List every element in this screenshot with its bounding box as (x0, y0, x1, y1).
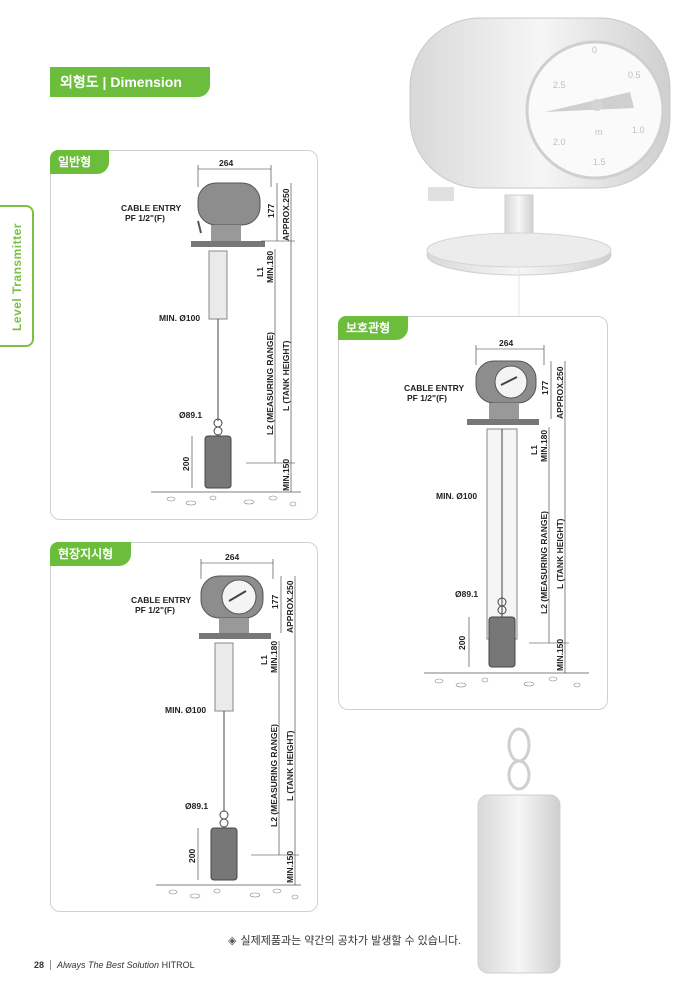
dim-l2: L2 (MEASURING RANGE) (265, 332, 275, 435)
panel-protect: 보호관형 264 177 APPROX.250 L1 MIN.180 L2 (M… (338, 316, 608, 710)
dim-177: 177 (270, 595, 280, 609)
gauge-unit: m (595, 127, 603, 137)
dim-l1: L1 (259, 655, 269, 665)
cable-entry-spec: PF 1/2"(F) (407, 393, 447, 403)
tolerance-note-text: 실제제품과는 약간의 공차가 발생할 수 있습니다. (240, 935, 462, 947)
cable-entry-label: CABLE ENTRY (131, 595, 191, 605)
drawing-protect: 264 177 APPROX.250 L1 MIN.180 L2 (MEASUR… (404, 338, 589, 688)
dim-d89: Ø89.1 (455, 589, 478, 599)
drawing-general: 264 177 APPROX.250 L1 MIN.180 L2 (MEASUR… (121, 158, 301, 507)
diamond-icon: ◈ (228, 935, 237, 947)
panel-general: 일반형 264 177 APPROX.250 L1 (50, 150, 318, 520)
dim-l2: L2 (MEASURING RANGE) (269, 724, 279, 827)
footer: 28 Always The Best Solution HITROL (34, 960, 195, 970)
tick-10: 1.0 (632, 125, 645, 135)
dim-l1: L1 (529, 445, 539, 455)
dim-width: 264 (499, 338, 513, 348)
dim-tank-height: L (TANK HEIGHT) (281, 340, 291, 411)
dim-width: 264 (225, 552, 239, 562)
dim-200: 200 (181, 457, 191, 471)
dim-min150: MIN.150 (285, 851, 295, 883)
dim-d89: Ø89.1 (185, 801, 208, 811)
page-number: 28 (34, 960, 52, 970)
dim-approx250: APPROX.250 (555, 366, 565, 419)
dim-200: 200 (187, 849, 197, 863)
tick-25: 2.5 (553, 80, 566, 90)
dim-min100: MIN. Ø100 (165, 705, 206, 715)
gauge-ticks: 0 0.5 1.0 1.5 2.0 2.5 m (553, 45, 645, 167)
dim-177: 177 (540, 381, 550, 395)
tick-0: 0 (592, 45, 597, 55)
dim-177: 177 (266, 204, 276, 218)
section-title: 외형도 | Dimension (50, 67, 210, 97)
dim-d89: Ø89.1 (179, 410, 202, 420)
dim-min100: MIN. Ø100 (436, 491, 477, 501)
cable-entry-spec: PF 1/2"(F) (125, 213, 165, 223)
panel-general-title: 일반형 (50, 150, 110, 174)
dim-min180: MIN.180 (539, 430, 549, 462)
dim-min150: MIN.150 (555, 639, 565, 671)
dim-min100: MIN. Ø100 (159, 313, 200, 323)
tick-15: 1.5 (593, 157, 606, 167)
panel-field-title: 현장지시형 (50, 542, 132, 566)
dim-approx250: APPROX.250 (285, 580, 295, 633)
dim-approx250: APPROX.250 (281, 188, 291, 241)
cable-entry-spec: PF 1/2"(F) (135, 605, 175, 615)
tolerance-note: ◈실제제품과는 약간의 공차가 발생할 수 있습니다. (228, 932, 461, 948)
cable-entry-label: CABLE ENTRY (404, 383, 464, 393)
footer-slogan: Always The Best Solution (57, 960, 160, 970)
dim-width: 264 (219, 158, 233, 168)
dim-tank-height: L (TANK HEIGHT) (555, 518, 565, 589)
footer-brand: HITROL (161, 960, 195, 970)
panel-field: 현장지시형 264 177 APPROX.250 L1 MIN.180 L2 (… (50, 542, 318, 912)
side-tab: Level Transmitter (0, 205, 34, 347)
side-tab-label: Level Transmitter (10, 223, 24, 331)
tick-20: 2.0 (553, 137, 566, 147)
cable-entry-label: CABLE ENTRY (121, 203, 181, 213)
drawing-field: 264 177 APPROX.250 L1 MIN.180 L2 (MEASUR… (131, 552, 301, 900)
tick-05: 0.5 (628, 70, 641, 80)
dim-min180: MIN.180 (265, 251, 275, 283)
dim-min150: MIN.150 (281, 459, 291, 491)
panel-protect-title: 보호관형 (338, 316, 409, 340)
dim-min180: MIN.180 (269, 641, 279, 673)
dim-tank-height: L (TANK HEIGHT) (285, 730, 295, 801)
dim-l2: L2 (MEASURING RANGE) (539, 511, 549, 614)
dim-200: 200 (457, 636, 467, 650)
dim-l1: L1 (255, 267, 265, 277)
